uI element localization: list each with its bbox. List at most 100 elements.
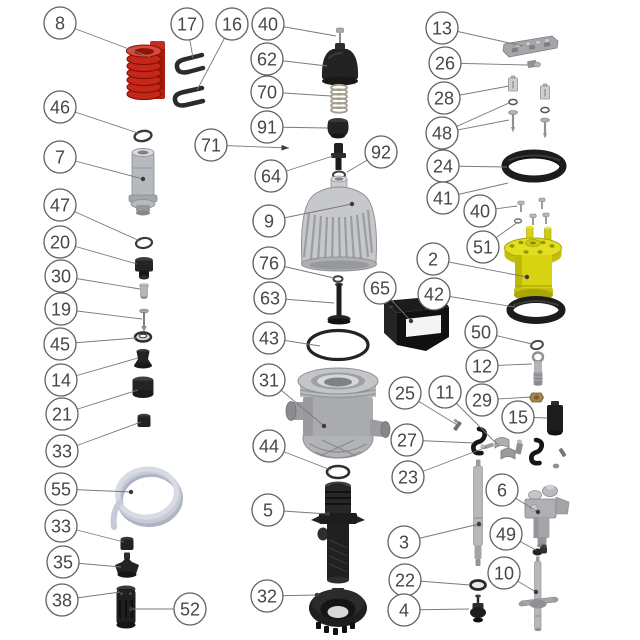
balloon-circle bbox=[252, 363, 286, 397]
balloon-55: 55 bbox=[44, 472, 78, 506]
part-small-hardware-bits bbox=[552, 448, 567, 469]
part-check-valve-30 bbox=[139, 283, 149, 299]
balloon-number: 13 bbox=[432, 18, 452, 38]
part-screws-40-51 bbox=[513, 197, 550, 225]
balloon-circle bbox=[43, 327, 77, 361]
part-o-ring-48-right bbox=[540, 106, 550, 114]
balloon-number: 28 bbox=[434, 88, 454, 108]
part-o-ring-43 bbox=[306, 328, 370, 362]
balloon-15: 15 bbox=[501, 400, 535, 434]
balloon-circle bbox=[43, 6, 77, 40]
part-u-bolt-16 bbox=[172, 85, 206, 108]
part-plug-14 bbox=[134, 349, 152, 369]
balloon-circle bbox=[170, 7, 204, 41]
balloon-number: 29 bbox=[472, 390, 492, 410]
balloon-circle bbox=[194, 128, 228, 162]
balloon-number: 11 bbox=[436, 382, 455, 402]
balloon-92: 92 bbox=[364, 135, 398, 169]
balloon-2: 2 bbox=[416, 242, 450, 276]
balloon-23: 23 bbox=[391, 460, 425, 494]
part-spring-70 bbox=[330, 83, 348, 114]
part-valve-shaft-63 bbox=[327, 282, 351, 325]
leader-dot-7 bbox=[140, 176, 146, 182]
balloon-51: 51 bbox=[466, 230, 500, 264]
balloon-number: 45 bbox=[50, 334, 70, 354]
balloon-48: 48 bbox=[425, 116, 459, 150]
part-o-ring-47 bbox=[134, 236, 154, 250]
balloon-76: 76 bbox=[252, 246, 286, 280]
part-o-ring-50 bbox=[530, 339, 544, 351]
part-mount-bar-13 bbox=[502, 35, 559, 58]
balloon-circle bbox=[45, 397, 79, 431]
balloon-circle bbox=[173, 592, 207, 626]
part-o-ring-46 bbox=[133, 129, 153, 143]
balloon-number: 27 bbox=[397, 430, 417, 450]
balloon-circle bbox=[44, 472, 78, 506]
balloon-circle bbox=[251, 493, 285, 527]
balloon-number: 30 bbox=[51, 266, 71, 286]
balloon-4: 4 bbox=[387, 593, 421, 627]
balloon-19: 19 bbox=[44, 292, 78, 326]
balloon-70: 70 bbox=[250, 75, 284, 109]
balloon-5: 5 bbox=[251, 493, 285, 527]
balloon-circle bbox=[427, 81, 461, 115]
balloon-number: 92 bbox=[371, 142, 391, 162]
balloon-24: 24 bbox=[426, 149, 460, 183]
balloon-number: 33 bbox=[51, 516, 71, 536]
part-clamp-28-right bbox=[540, 83, 550, 100]
balloon-circle bbox=[387, 593, 421, 627]
balloon-number: 55 bbox=[51, 479, 71, 499]
balloon-44: 44 bbox=[252, 429, 286, 463]
balloon-30: 30 bbox=[44, 259, 78, 293]
balloon-number: 44 bbox=[259, 436, 279, 456]
balloon-62: 62 bbox=[250, 42, 284, 76]
part-screw-25 bbox=[453, 419, 462, 431]
part-cap-21 bbox=[132, 376, 154, 398]
balloon-circle bbox=[364, 135, 398, 169]
part-pin-19 bbox=[139, 308, 149, 332]
balloon-45: 45 bbox=[43, 327, 77, 361]
balloon-circle bbox=[43, 225, 77, 259]
balloon-43: 43 bbox=[252, 321, 286, 355]
balloon-65: 65 bbox=[363, 271, 397, 305]
balloon-circle bbox=[252, 204, 286, 238]
balloon-number: 14 bbox=[51, 370, 71, 390]
balloon-number: 65 bbox=[370, 278, 390, 298]
balloon-52: 52 bbox=[173, 592, 207, 626]
balloon-number: 6 bbox=[497, 480, 507, 500]
part-screw-48-right bbox=[540, 117, 550, 139]
balloon-number: 3 bbox=[399, 532, 409, 552]
balloon-circle bbox=[416, 242, 450, 276]
balloon-circle bbox=[43, 140, 77, 174]
balloon-circle bbox=[428, 46, 462, 80]
balloon-number: 15 bbox=[508, 407, 528, 427]
balloon-circle bbox=[391, 460, 425, 494]
leader-dot-9 bbox=[349, 201, 355, 207]
balloon-number: 63 bbox=[260, 288, 280, 308]
balloon-number: 2 bbox=[428, 249, 438, 269]
balloon-circle bbox=[501, 400, 535, 434]
parts-layer bbox=[110, 27, 570, 635]
balloon-47: 47 bbox=[43, 188, 77, 222]
balloon-circle bbox=[363, 271, 397, 305]
balloon-49: 49 bbox=[489, 517, 523, 551]
part-cap-33-lower bbox=[120, 536, 134, 550]
part-elbow-49 bbox=[532, 544, 547, 556]
part-cap-91 bbox=[327, 118, 349, 139]
balloon-26: 26 bbox=[428, 46, 462, 80]
balloon-circle bbox=[45, 434, 79, 468]
balloon-number: 47 bbox=[50, 195, 70, 215]
leader-dot-2 bbox=[524, 274, 530, 280]
part-u-bolt-17 bbox=[174, 52, 206, 75]
balloon-circle bbox=[428, 375, 462, 409]
balloon-63: 63 bbox=[253, 281, 287, 315]
balloon-number: 16 bbox=[222, 14, 242, 34]
leader-dot-3 bbox=[476, 521, 482, 527]
part-clamp-ring-24 bbox=[501, 149, 567, 183]
balloon-circle bbox=[252, 321, 286, 355]
balloon-91: 91 bbox=[250, 110, 284, 144]
balloon-circle bbox=[252, 429, 286, 463]
balloon-number: 21 bbox=[52, 404, 72, 424]
balloon-17: 17 bbox=[170, 7, 204, 41]
